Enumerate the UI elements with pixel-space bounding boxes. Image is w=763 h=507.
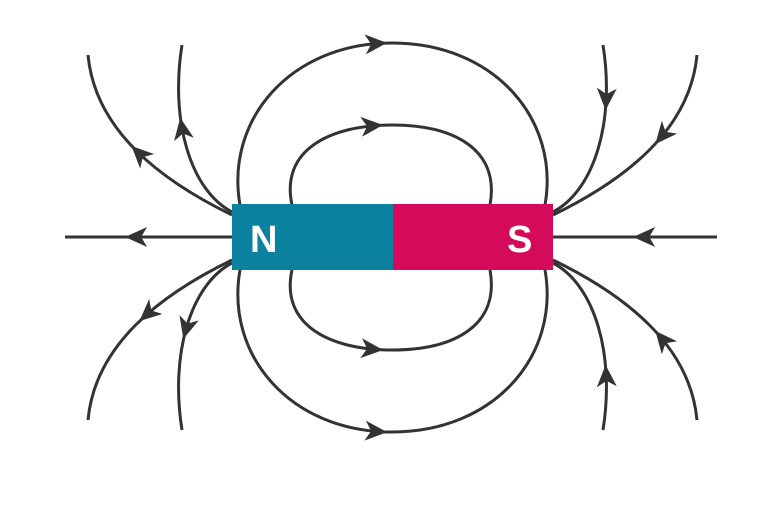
bar-magnet: N S bbox=[232, 204, 553, 270]
field-line-left-upper-outer bbox=[86, 54, 233, 217]
field-line-right-upper-inner bbox=[552, 44, 608, 214]
north-pole bbox=[232, 204, 393, 270]
arrowhead-icon bbox=[131, 145, 155, 169]
arrowhead-icon bbox=[174, 117, 194, 142]
arrowhead-icon bbox=[360, 338, 384, 359]
arrowhead-icon bbox=[633, 227, 656, 248]
arrowhead-icon bbox=[179, 315, 199, 340]
south-label: S bbox=[507, 219, 532, 261]
arrowhead-icon bbox=[596, 364, 617, 388]
field-line-right-lower-inner bbox=[552, 261, 608, 431]
field-line-outer-bottom bbox=[236, 269, 549, 434]
field-line-right-upper-outer bbox=[552, 54, 699, 217]
arrowhead-icon bbox=[360, 116, 384, 137]
arrowhead-icon bbox=[139, 299, 163, 322]
field-line-left-lower-inner bbox=[177, 261, 233, 431]
arrowhead-icon bbox=[125, 227, 148, 247]
north-label: N bbox=[250, 219, 277, 261]
field-line-outer-top bbox=[236, 41, 549, 206]
arrowhead-icon bbox=[364, 34, 388, 55]
field-line-inner-bottom bbox=[288, 269, 493, 352]
arrowhead-icon bbox=[655, 120, 678, 145]
field-line-left-lower-outer bbox=[86, 258, 233, 421]
south-pole bbox=[393, 204, 553, 270]
arrowhead-icon bbox=[596, 87, 617, 111]
arrowhead-icon bbox=[364, 420, 388, 441]
field-line-left-upper-inner bbox=[177, 44, 233, 214]
field-arrows bbox=[125, 34, 678, 441]
field-line-inner-top bbox=[288, 123, 493, 206]
field-line-right-lower-outer bbox=[552, 258, 699, 421]
arrowhead-icon bbox=[655, 330, 678, 355]
